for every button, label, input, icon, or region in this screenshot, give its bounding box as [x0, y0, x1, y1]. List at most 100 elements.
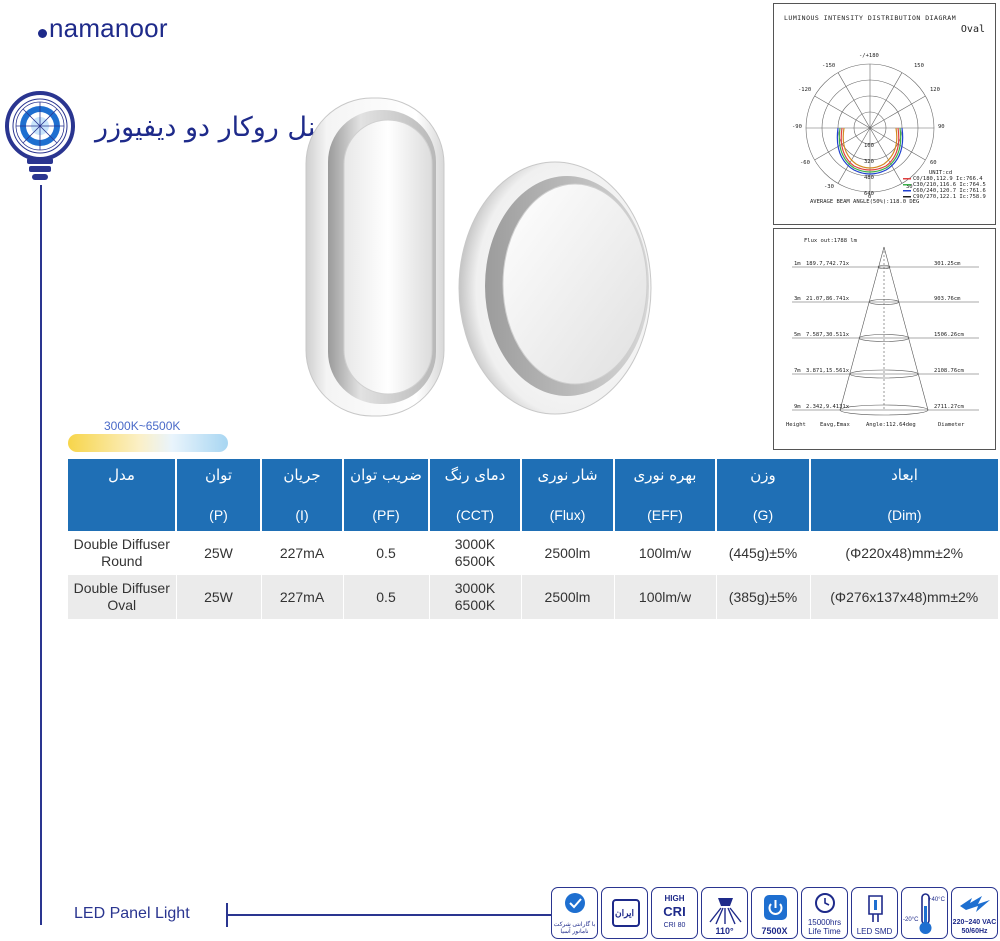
cell-flux: 2500lm: [520, 575, 614, 619]
polar-angle-120: 120: [930, 87, 940, 93]
cell-current: 227mA: [260, 531, 343, 575]
polar-angle-m90: -90: [792, 124, 802, 130]
polar-unit: UNIT:cd: [929, 170, 952, 176]
standard-badge: ایران: [601, 887, 648, 939]
cone-right-5: 1506.26cm: [934, 332, 964, 338]
polar-angle-m150: -150: [822, 63, 835, 69]
cone-left-9: 2.342,9.4131x: [806, 404, 850, 410]
cone-footer-diameter: Diameter: [938, 422, 965, 428]
legend-c90: C90/270,122.1 Ic:758.9: [913, 194, 986, 200]
polar-angle-60: 60: [930, 160, 937, 166]
cct-range-label: 3000K~6500K: [104, 419, 181, 433]
legend-swatch-c0: [903, 178, 911, 180]
legend-swatch-c90: [903, 196, 911, 198]
cone-h-5: 5m: [794, 332, 801, 338]
cone-right-7: 2108.76cm: [934, 368, 964, 374]
vertical-rule: [40, 185, 42, 925]
col-efficiency: بهره نوری(EFF): [613, 459, 716, 531]
polar-ring-160: 160: [864, 143, 874, 149]
led-smd-badge: LED SMD: [851, 887, 898, 939]
footer-label: LED Panel Light: [74, 905, 190, 922]
cct-gradient-bar: [68, 434, 228, 452]
polar-angle-180: -/+180: [859, 53, 879, 59]
power-icon: [764, 895, 787, 920]
polar-angle-90: 90: [938, 124, 945, 130]
legend-c60: C60/240,120.7 Ic:761.6: [913, 188, 986, 194]
shield-check-icon: [565, 893, 585, 913]
clock-icon: [815, 893, 835, 913]
round-panel-image: namanoor: [458, 161, 652, 415]
col-current: جریان(I): [260, 459, 343, 531]
cone-h-7: 7m: [794, 368, 801, 374]
standard-mark-icon: [612, 899, 640, 927]
polar-spoke: [869, 127, 926, 161]
cone-footer-height: Height: [786, 422, 806, 428]
cell-current: 227mA: [260, 575, 343, 619]
polar-spoke: [814, 127, 871, 161]
cri-badge: HIGH CRI CRI 80: [651, 887, 698, 939]
beam-angle-badge: 110°: [701, 887, 748, 939]
cone-left-5: 7.587,30.511x: [806, 332, 850, 338]
polar-spoke: [837, 72, 871, 129]
polar-diagram-title: LUMINOUS INTENSITY DISTRIBUTION DIAGRAM: [784, 14, 957, 22]
legend-c0: C0/180,112.9 Ic:766.4: [913, 176, 983, 182]
oval-panel-image: namanoor: [305, 97, 445, 417]
cone-footer-angle: Angle:112.64deg: [866, 422, 916, 428]
col-flux: شار نوری(Flux): [520, 459, 614, 531]
logo-dot: [38, 28, 47, 38]
temperature-badge: +40°C -20°C: [901, 887, 948, 939]
cell-dim: (Φ276x137x48)mm±2%: [809, 575, 998, 619]
cone-left-7: 3.871,15.561x: [806, 368, 850, 374]
polar-spoke: [837, 127, 871, 184]
polar-angle-30: 30: [906, 184, 913, 190]
cone-flux: Flux out:1788 lm: [804, 238, 858, 244]
polar-spoke: [869, 127, 903, 184]
cell-flux: 2500lm: [520, 531, 614, 575]
polar-angle-m30: -30: [824, 184, 834, 190]
cell-pf: 0.5: [342, 575, 429, 619]
legend-swatch-c30: [903, 184, 911, 186]
brand-name: namanoor: [49, 12, 168, 43]
cell-power: 25W: [175, 575, 261, 619]
spec-table: مدل توان(P) جریان(I) ضریب توان(PF) دمای …: [68, 459, 998, 619]
cell-dim: (Φ220x48)mm±2%: [809, 531, 998, 575]
polar-diagram-subtitle: Oval: [960, 24, 985, 35]
bulb-icon: [5, 91, 75, 180]
polar-diagram: LUMINOUS INTENSITY DISTRIBUTION DIAGRAM …: [773, 3, 996, 225]
cone-left-3: 21.07,86.741x: [806, 296, 850, 302]
switching-badge: 7500X: [751, 887, 798, 939]
cone-footer-eavg: Eavg,Emax: [820, 422, 850, 428]
cone-right-9: 2711.27cm: [934, 404, 964, 410]
cone-h-1: 1m: [794, 261, 801, 267]
cell-power: 25W: [175, 531, 261, 575]
polar-spoke: [814, 95, 871, 129]
polar-ring-320: 320: [864, 159, 874, 165]
cone-left-1: 189.7,742.71x: [806, 261, 850, 267]
polar-ring-640: 640: [864, 191, 874, 197]
cell-eff: 100lm/w: [613, 575, 716, 619]
polar-angle-m120: -120: [798, 87, 811, 93]
lightning-icon: [960, 896, 990, 912]
col-cct: دمای رنگ(CCT): [428, 459, 521, 531]
polar-beam-angle: AVERAGE BEAM ANGLE(50%):118.0 DEG: [810, 199, 919, 205]
cell-pf: 0.5: [342, 531, 429, 575]
col-model: مدل: [68, 459, 176, 531]
page-title: پنل روکار دو دیفیوزر: [95, 112, 324, 143]
led-chip-icon: [868, 895, 883, 922]
thermometer-icon: [919, 893, 932, 934]
illuminance-cone-diagram: Flux out:1788 lm 1m 189.7,742.71x 301.25…: [773, 228, 996, 450]
polar-angle-0: 0: [868, 194, 871, 200]
cone-right-3: 903.76cm: [934, 296, 961, 302]
col-dimensions: ابعاد(Dim): [809, 459, 998, 531]
cell-weight: (385g)±5%: [715, 575, 810, 619]
voltage-badge: 220~240 VAC 50/60Hz: [951, 887, 998, 939]
col-power: توان(P): [175, 459, 261, 531]
warranty-badge: با گارانتی شرکت نامانور آسیا: [551, 887, 598, 939]
polar-spoke: [869, 72, 903, 129]
legend-c30: C30/210,116.6 Ic:764.5: [913, 182, 986, 188]
